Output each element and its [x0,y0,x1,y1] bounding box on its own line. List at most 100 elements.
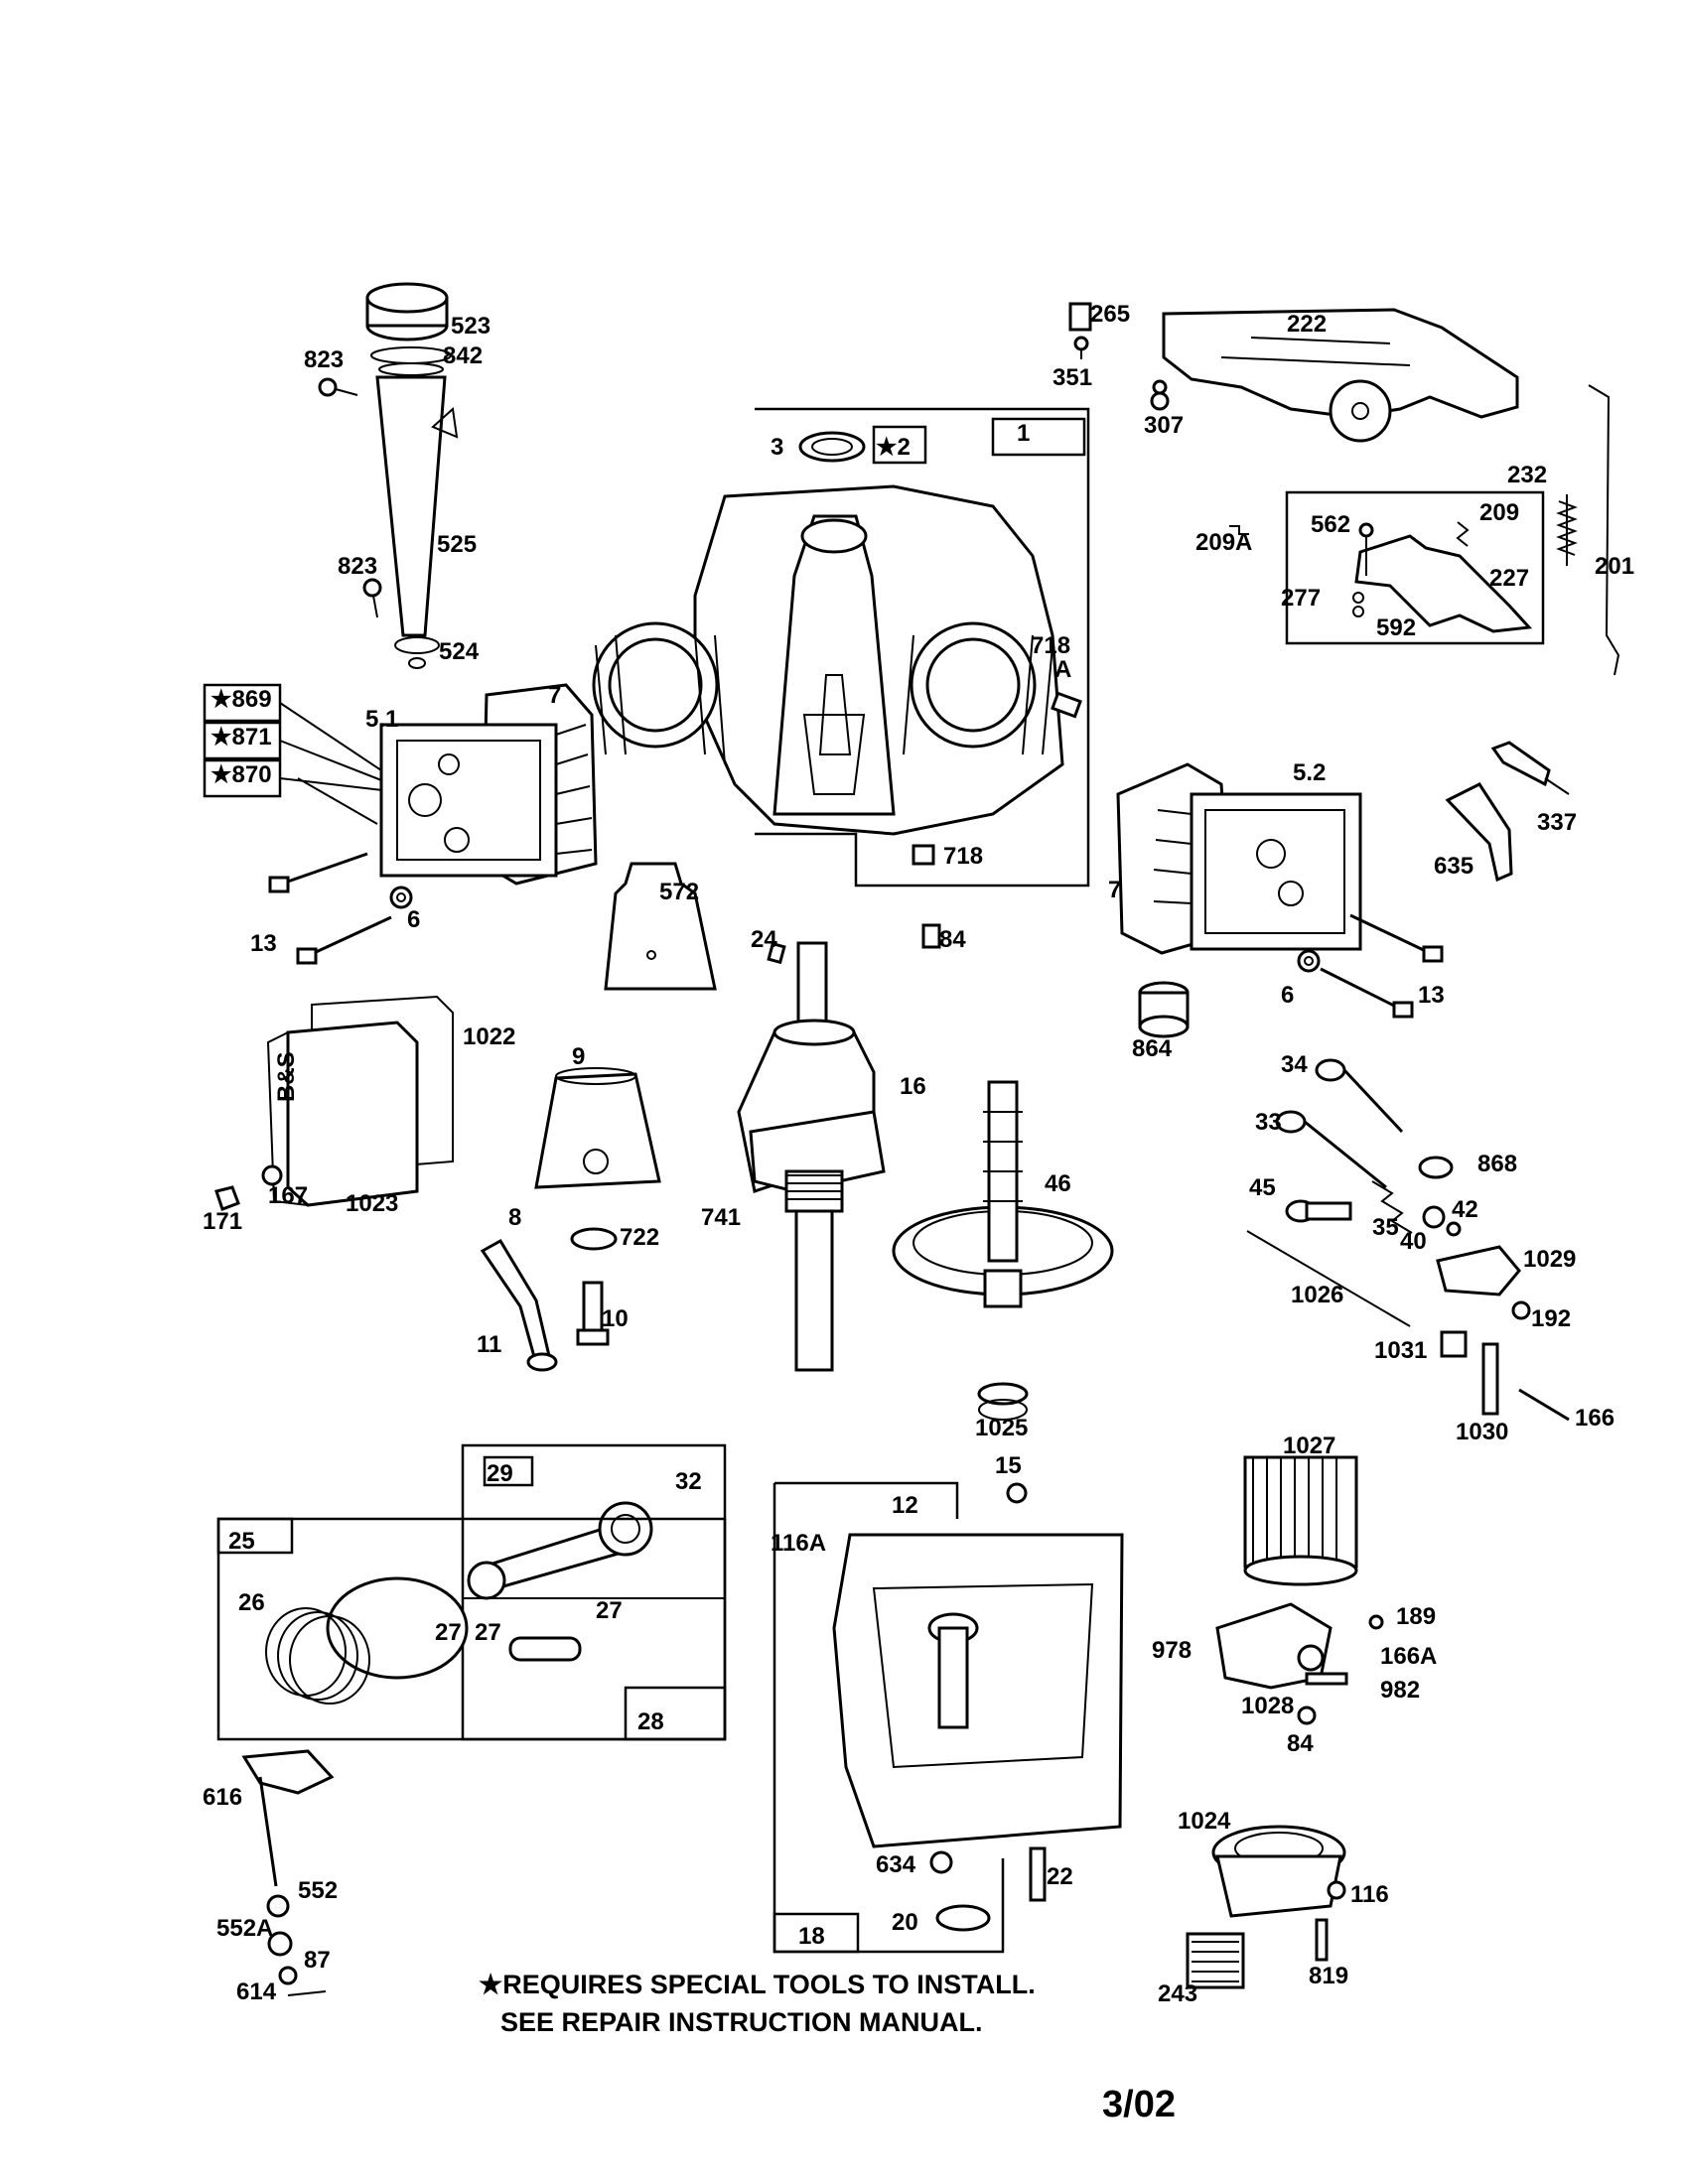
part-label: 22 [1047,1863,1073,1890]
part-label: 166A [1380,1643,1437,1670]
breather-tube-and-fitting-drawing [480,1238,610,1372]
part-label: 11 [477,1331,501,1358]
part-label: 26 [238,1589,265,1616]
part-label: 265 [1090,301,1130,328]
part-label: 978 [1152,1637,1192,1664]
spark-plug-and-boot-drawing [1445,741,1570,883]
piston-box [216,1517,727,1741]
part-label: 842 [443,342,483,369]
part-label: 351 [1052,364,1092,391]
head-bolts-right-drawing [1297,913,1444,1019]
rocker-arm-pushrod-drawing [1246,1230,1570,1422]
part-label: 116A [771,1530,826,1557]
part-label: 166 [1575,1405,1614,1432]
part-label: 5.2 [1293,759,1326,786]
part-label: 222 [1287,311,1327,338]
part-label: 982 [1380,1677,1420,1704]
oil-fill-cap-drawing [365,282,452,376]
part-label: 27 [596,1597,623,1624]
governor-shaft-drawing [241,1749,335,1996]
part-label: 868 [1477,1151,1517,1177]
part-label: 1024 [1178,1808,1231,1835]
head-bolts-left-drawing [268,852,413,965]
filter-adapter-drawing [1215,1602,1384,1725]
part-label: 1025 [975,1415,1028,1441]
part-label: 277 [1281,585,1321,612]
part-label: 189 [1396,1603,1436,1630]
svg-text:B&S: B&S [273,1051,300,1102]
part-label: 34 [1281,1051,1308,1078]
part-label: ★871 [210,724,272,751]
part-label: 6 [1281,982,1294,1009]
part-label: 1030 [1456,1419,1508,1445]
part-label: 635 [1434,853,1474,880]
screw-823-drawing [318,377,382,618]
rocker-cover-drawing: B&S [266,995,454,1207]
part-label: 87 [304,1947,331,1974]
part-label: 25 [228,1528,255,1555]
part-label: 192 [1531,1305,1571,1332]
oil-pump-drawing [1186,1825,1346,1989]
cylinder-head-left-drawing [379,683,598,886]
part-label: 3 [771,434,783,461]
part-label: 84 [939,926,966,953]
part-label: 84 [1287,1730,1314,1757]
part-label: 7 [548,682,561,709]
nuts-167-171-drawing [214,1164,283,1211]
part-label: 209A [1195,529,1252,556]
part-label: 524 [439,638,480,665]
part-label: 201 [1595,553,1634,580]
part-label: 718 [943,843,983,870]
page-code: 3/02 [1102,2084,1176,2125]
bracket-227-box [1229,490,1545,645]
part-label: 32 [675,1468,702,1495]
part-label: 634 [876,1851,916,1878]
part-label: 45 [1249,1174,1276,1201]
part-label: 1027 [1283,1433,1335,1459]
air-baffle-drawing [604,862,717,991]
part-label: 864 [1132,1035,1173,1062]
part-label: 6 [407,906,420,933]
part-864-drawing [1138,981,1190,1038]
control-bracket-drawing [1162,308,1519,443]
part-label: 171 [203,1208,242,1235]
part-label: 5.1 [365,706,398,733]
engine-block-drawing [592,484,1082,866]
part-label: 46 [1045,1170,1071,1197]
part-label: 552 [298,1877,338,1904]
part-label: 7 [1108,877,1121,903]
part-label: 572 [659,879,699,905]
part-label: 27 [435,1619,462,1646]
part-label: 13 [1418,982,1445,1009]
part-label: 1023 [346,1190,398,1217]
footnote-special-tools: ★REQUIRES SPECIAL TOOLS TO INSTALL. [479,1970,1036,1999]
part-label: 741 [701,1204,741,1231]
part-label: 616 [203,1784,242,1811]
part-label: 1029 [1523,1246,1576,1273]
cylinder-head-right-drawing [1116,762,1362,955]
part-label: 823 [304,346,344,373]
part-label: ★870 [210,761,272,788]
part-label: 614 [236,1979,277,2005]
part-label: 227 [1489,565,1529,592]
part-label: 42 [1452,1196,1478,1223]
part-label: 1031 [1374,1337,1427,1364]
part-label: 24 [751,926,777,953]
part-label: 232 [1507,462,1547,488]
part-label: 1026 [1291,1282,1343,1308]
part-label: 819 [1309,1963,1348,1989]
part-label: 9 [572,1043,585,1070]
part-label: 307 [1144,412,1184,439]
part-label: 18 [798,1923,825,1950]
part-label: 167 [268,1182,308,1209]
part-label: ★869 [210,686,272,713]
camshaft-gear-drawing [892,1080,1114,1421]
part-label: 29 [487,1460,513,1487]
part-label: 209 [1479,499,1519,526]
crankcase-box [772,1481,1124,1954]
cylinder-block-box [755,407,1090,887]
part-label: 1022 [463,1024,515,1050]
part-label: 592 [1376,614,1416,641]
